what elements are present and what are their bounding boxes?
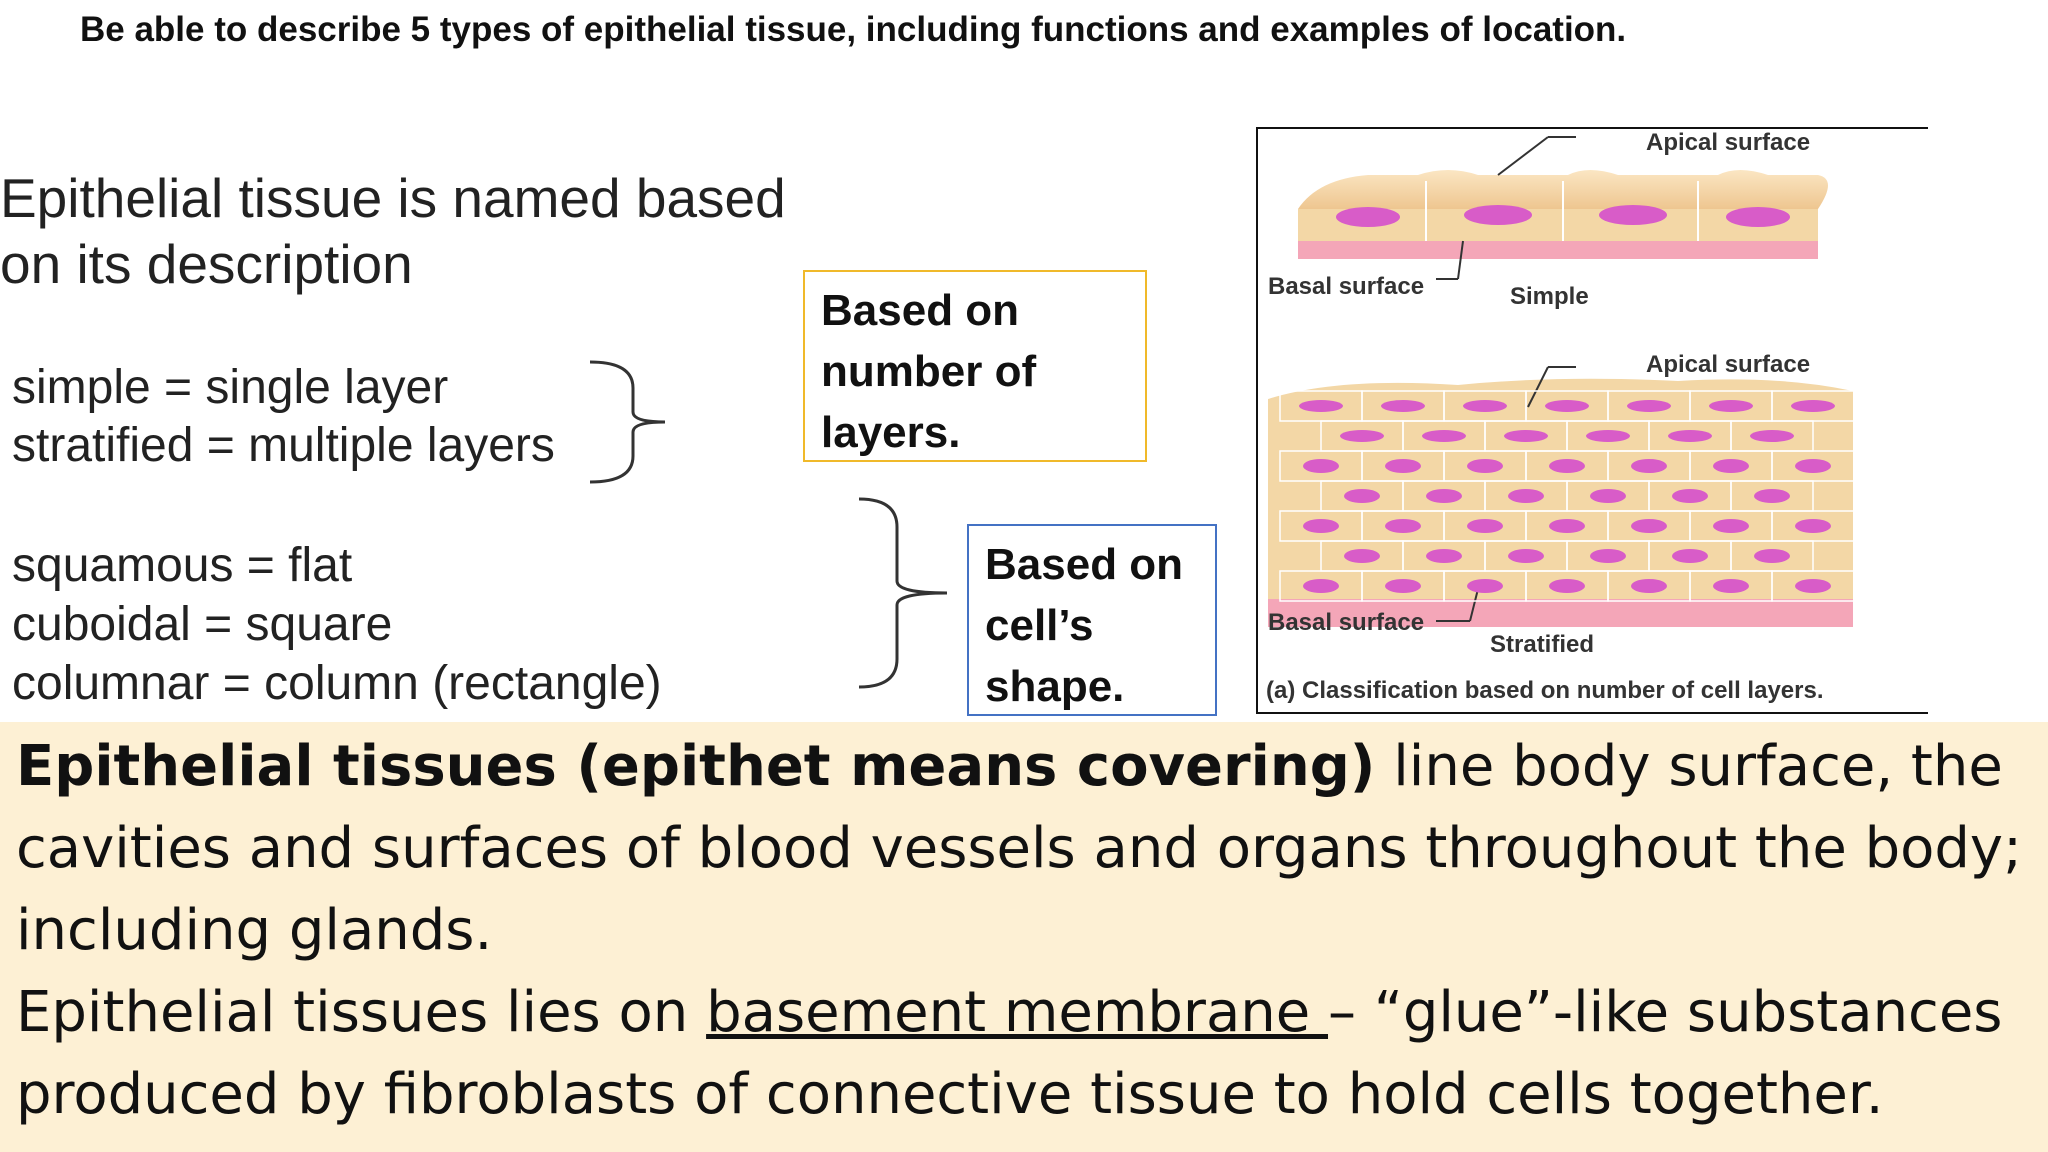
nucleus	[1631, 579, 1667, 593]
brace-shape	[858, 497, 948, 689]
nucleus	[1422, 430, 1466, 442]
nucleus	[1590, 549, 1626, 563]
nucleus	[1791, 400, 1835, 412]
callout-shape-line-2: cell’s	[985, 601, 1094, 650]
stratified-epithelium-drawing	[1268, 366, 1855, 627]
nucleus	[1467, 459, 1503, 473]
heading-line-2: on its description	[0, 233, 413, 295]
summary-para1-rest: line body surface, the cavities and surf…	[16, 734, 2022, 963]
summary-bold-lead: Epithelial tissues (epithet means coveri…	[16, 734, 1376, 799]
nucleus	[1504, 430, 1548, 442]
nucleus	[1672, 549, 1708, 563]
nucleus	[1303, 519, 1339, 533]
nucleus	[1426, 489, 1462, 503]
callout-number-of-layers: Based on number of layers.	[803, 270, 1147, 462]
brace-layers	[589, 360, 666, 484]
nucleus	[1549, 579, 1585, 593]
nucleus	[1549, 519, 1585, 533]
nucleus	[1426, 549, 1462, 563]
nucleus	[1631, 519, 1667, 533]
epithelium-illustration	[1268, 136, 1855, 627]
callout-layers-line-3: layers.	[821, 408, 961, 457]
nucleus	[1385, 519, 1421, 533]
simple-name-label: Simple	[1510, 283, 1589, 310]
term-stratified: stratified = multiple layers	[12, 419, 555, 472]
nucleus	[1385, 459, 1421, 473]
nucleus	[1508, 549, 1544, 563]
summary-box: Epithelial tissues (epithet means coveri…	[0, 722, 2048, 1152]
section-heading: Epithelial tissue is named based on its …	[0, 165, 786, 297]
nucleus	[1463, 400, 1507, 412]
nucleus	[1467, 519, 1503, 533]
term-cuboidal: cuboidal = square	[12, 598, 393, 651]
learning-objective: Be able to describe 5 types of epithelia…	[80, 10, 1627, 49]
nucleus	[1795, 579, 1831, 593]
nucleus	[1599, 205, 1667, 225]
nucleus	[1627, 400, 1671, 412]
simple-epithelium-drawing	[1298, 136, 1828, 280]
epithelium-figure: Apical surface Basal surface Simple Apic…	[1256, 127, 1928, 714]
nucleus	[1668, 430, 1712, 442]
nucleus	[1631, 459, 1667, 473]
nucleus	[1467, 579, 1503, 593]
basement-membrane-term: basement membrane	[706, 980, 1329, 1045]
stratified-basal-label: Basal surface	[1268, 609, 1425, 636]
nucleus	[1795, 519, 1831, 533]
callout-shape-line-1: Based on	[985, 540, 1184, 589]
nucleus	[1713, 459, 1749, 473]
heading-line-1: Epithelial tissue is named based	[0, 167, 786, 229]
summary-paragraph-1: Epithelial tissues (epithet means coveri…	[16, 726, 2032, 972]
simple-basement	[1298, 241, 1818, 259]
simple-apical-label: Apical surface	[1646, 129, 1811, 156]
figure-caption: (a) Classification based on number of ce…	[1266, 677, 1824, 704]
nucleus	[1713, 519, 1749, 533]
nucleus	[1754, 489, 1790, 503]
term-columnar: columnar = column (rectangle)	[12, 657, 662, 710]
callout-layers-line-2: number of	[821, 347, 1037, 396]
nucleus	[1299, 400, 1343, 412]
nucleus	[1750, 430, 1794, 442]
nucleus	[1545, 400, 1589, 412]
nucleus	[1713, 579, 1749, 593]
nucleus	[1381, 400, 1425, 412]
nucleus	[1754, 549, 1790, 563]
nucleus	[1590, 489, 1626, 503]
stratified-basement	[1268, 599, 1853, 627]
nucleus	[1385, 579, 1421, 593]
term-simple: simple = single layer	[12, 361, 449, 414]
nucleus	[1303, 579, 1339, 593]
summary-para2-pre: Epithelial tissues lies on	[16, 980, 707, 1045]
callout-cell-shape: Based on cell’s shape.	[967, 524, 1217, 716]
nucleus	[1795, 459, 1831, 473]
summary-paragraph-2: Epithelial tissues lies on basement memb…	[16, 972, 2032, 1136]
nucleus	[1508, 489, 1544, 503]
stratified-cell	[1771, 570, 1855, 602]
summary-para2-post: – “glue”-like substances produced by fib…	[16, 980, 2003, 1127]
callout-layers-line-1: Based on	[821, 286, 1020, 335]
term-squamous: squamous = flat	[12, 539, 353, 592]
simple-basal-label: Basal surface	[1268, 273, 1425, 300]
nucleus	[1586, 430, 1630, 442]
stratified-name-label: Stratified	[1490, 631, 1595, 658]
callout-shape-line-3: shape.	[985, 662, 1125, 711]
nucleus	[1344, 549, 1380, 563]
nucleus	[1336, 207, 1400, 227]
nucleus	[1344, 489, 1380, 503]
nucleus	[1303, 459, 1339, 473]
nucleus	[1672, 489, 1708, 503]
nucleus	[1340, 430, 1384, 442]
nucleus	[1726, 207, 1790, 227]
stratified-apical-label: Apical surface	[1646, 351, 1811, 378]
nucleus	[1464, 205, 1532, 225]
nucleus	[1709, 400, 1753, 412]
nucleus	[1549, 459, 1585, 473]
